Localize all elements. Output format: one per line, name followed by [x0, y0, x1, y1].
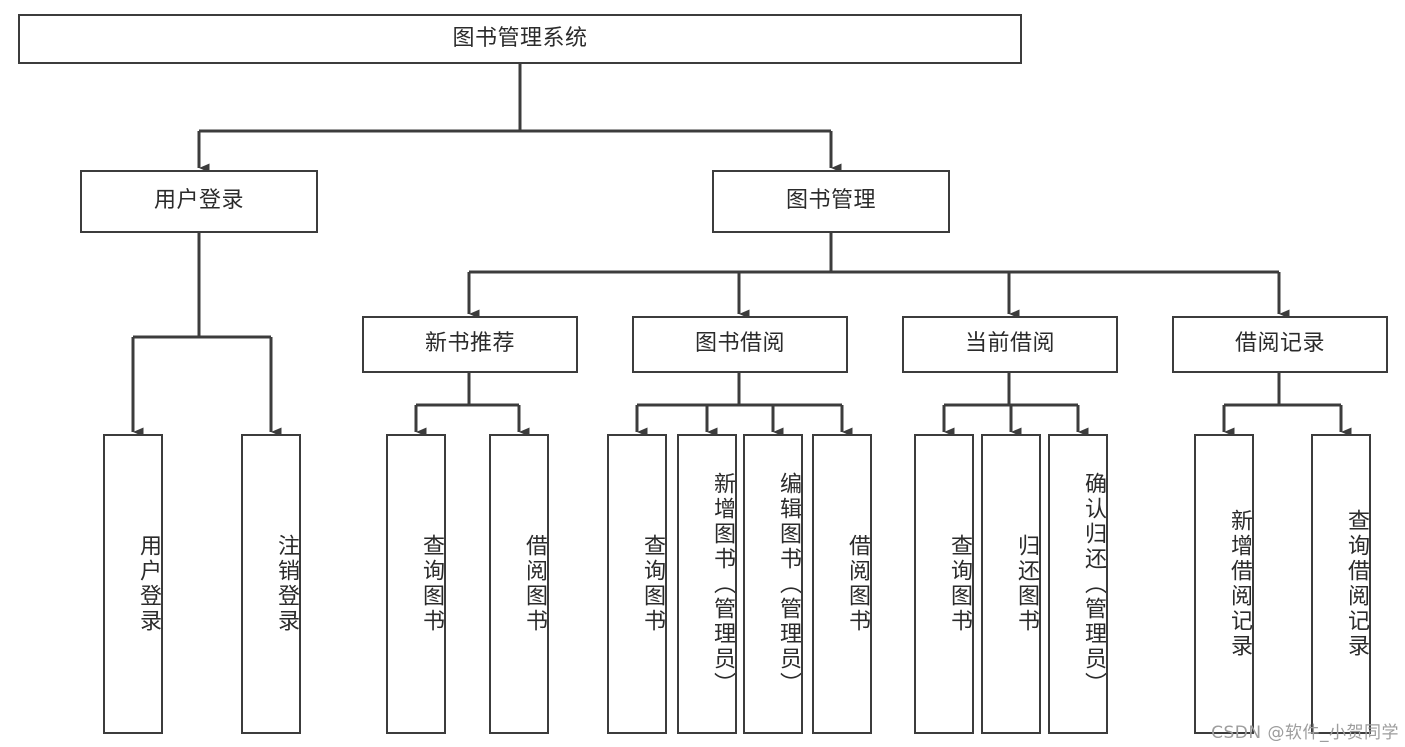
leaf-book-borrow-edit-book-admin[interactable]: 编辑图书（管理员） — [743, 434, 803, 734]
leaf-user-login-signin[interactable]: 用户登录 — [103, 434, 163, 734]
node-label: 查询图书 — [419, 534, 444, 634]
node-label: 图书管理 — [785, 188, 876, 214]
leaf-current-borrow-query[interactable]: 查询图书 — [914, 434, 974, 734]
node-new-book-recommendation[interactable]: 新书推荐 — [362, 316, 578, 373]
leaf-borrow-record-query[interactable]: 查询借阅记录 — [1311, 434, 1371, 734]
leaf-new-book-query[interactable]: 查询图书 — [386, 434, 446, 734]
node-borrowing-record[interactable]: 借阅记录 — [1172, 316, 1388, 373]
node-label: 查询借阅记录 — [1344, 509, 1369, 659]
leaf-book-borrow-borrow-book[interactable]: 借阅图书 — [812, 434, 872, 734]
node-label: 新增借阅记录 — [1227, 509, 1252, 659]
node-label: 归还图书 — [1014, 534, 1039, 634]
node-label: 查询图书 — [640, 534, 665, 634]
node-label: 编辑图书（管理员） — [776, 471, 801, 697]
leaf-new-book-borrow[interactable]: 借阅图书 — [489, 434, 549, 734]
node-label: 借阅记录 — [1234, 331, 1325, 357]
node-label: 新增图书（管理员） — [710, 471, 735, 697]
node-label: 图书借阅 — [694, 331, 785, 357]
node-label: 查询图书 — [947, 534, 972, 634]
node-label: 借阅图书 — [522, 534, 547, 634]
node-label: 新书推荐 — [424, 331, 515, 357]
node-user-login[interactable]: 用户登录 — [80, 170, 318, 233]
node-root-book-management-system[interactable]: 图书管理系统 — [18, 14, 1022, 64]
leaf-current-borrow-return-book[interactable]: 归还图书 — [981, 434, 1041, 734]
node-label: 注销登录 — [274, 534, 299, 634]
node-label: 确认归还（管理员） — [1081, 471, 1106, 697]
leaf-current-borrow-confirm-return-admin[interactable]: 确认归还（管理员） — [1048, 434, 1108, 734]
node-label: 用户登录 — [153, 188, 244, 214]
node-label: 用户登录 — [136, 534, 161, 634]
leaf-borrow-record-add[interactable]: 新增借阅记录 — [1194, 434, 1254, 734]
leaf-book-borrow-add-book-admin[interactable]: 新增图书（管理员） — [677, 434, 737, 734]
leaf-user-login-signout[interactable]: 注销登录 — [241, 434, 301, 734]
leaf-book-borrow-query[interactable]: 查询图书 — [607, 434, 667, 734]
node-book-management[interactable]: 图书管理 — [712, 170, 950, 233]
node-book-borrowing[interactable]: 图书借阅 — [632, 316, 848, 373]
node-current-borrowing[interactable]: 当前借阅 — [902, 316, 1118, 373]
node-label: 图书管理系统 — [452, 25, 588, 51]
node-label: 借阅图书 — [845, 534, 870, 634]
node-label: 当前借阅 — [964, 331, 1055, 357]
